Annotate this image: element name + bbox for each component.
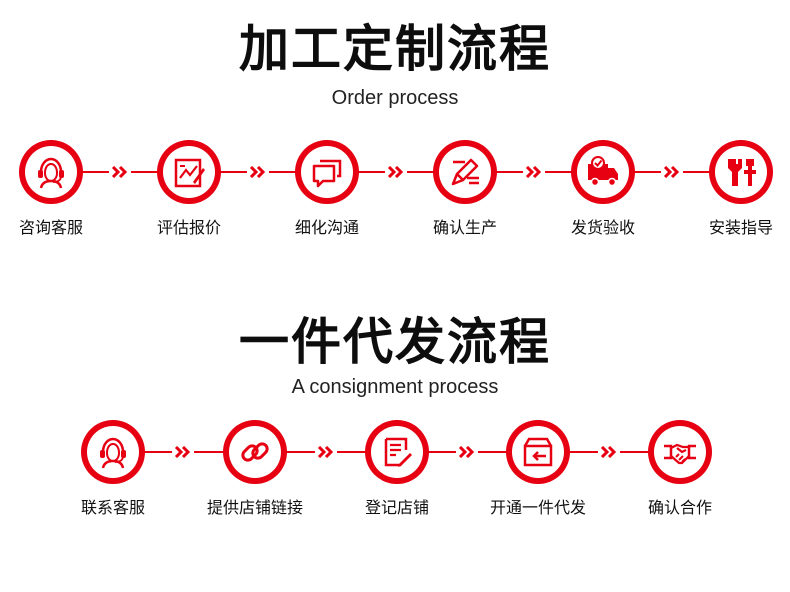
chevron-double-right-icon — [385, 162, 407, 182]
process-step-installation: 安装指导 — [686, 140, 790, 237]
register-form-icon — [384, 437, 412, 467]
step-label: 细化沟通 — [294, 218, 359, 237]
step-icon-circle — [157, 140, 221, 204]
step-icon-circle — [648, 420, 712, 484]
chevron-double-right-icon — [109, 162, 131, 182]
process-step-communicate: 细化沟通 — [272, 140, 382, 237]
chevron-double-right-icon — [315, 442, 337, 462]
step-label: 咨询客服 — [18, 218, 83, 237]
dropship-process-title: 一件代发流程 — [239, 313, 551, 371]
chevron-double-right-icon — [598, 442, 620, 462]
custom-process-flow: 咨询客服 评估报价 — [0, 140, 790, 260]
dropship-process-flow: 联系客服 提供店铺链接 — [0, 420, 790, 540]
chevron-double-right-icon — [172, 442, 194, 462]
customer-service-icon — [100, 437, 126, 469]
step-label: 登记店铺 — [364, 498, 429, 517]
step-label: 确认生产 — [432, 218, 497, 237]
delivery-truck-icon — [588, 156, 618, 187]
step-icon-circle — [19, 140, 83, 204]
dropship-step-contact: 联系客服 — [58, 420, 168, 517]
chart-evaluation-icon — [174, 158, 205, 188]
step-label: 发货验收 — [570, 218, 635, 237]
chevron-double-right-icon — [523, 162, 545, 182]
chat-bubbles-icon — [312, 159, 342, 188]
step-icon-circle — [295, 140, 359, 204]
step-icon-circle — [223, 420, 287, 484]
chevron-double-right-icon — [661, 162, 683, 182]
step-icon-circle — [709, 140, 773, 204]
process-step-consult: 咨询客服 — [0, 140, 106, 237]
process-step-quote: 评估报价 — [134, 140, 244, 237]
dropship-process-subtitle: A consignment process — [291, 376, 499, 398]
step-icon-circle — [571, 140, 635, 204]
step-label: 提供店铺链接 — [206, 498, 303, 517]
step-icon-circle — [81, 420, 145, 484]
dropship-step-open: 开通一件代发 — [483, 420, 593, 517]
custom-process-section: 加工定制流程 Order process — [0, 0, 790, 290]
dropship-process-section: 一件代发流程 A consignment process — [0, 295, 790, 592]
step-label: 评估报价 — [156, 218, 221, 237]
step-label: 安装指导 — [708, 218, 773, 237]
installation-tools-icon — [728, 159, 756, 186]
chevron-double-right-icon — [247, 162, 269, 182]
process-step-delivery: 发货验收 — [548, 140, 658, 237]
step-icon-circle — [433, 140, 497, 204]
handshake-icon — [664, 443, 696, 465]
step-icon-circle — [365, 420, 429, 484]
step-icon-circle — [506, 420, 570, 484]
open-package-icon — [523, 437, 553, 467]
custom-process-subtitle: Order process — [331, 87, 459, 109]
production-tools-icon — [451, 158, 479, 186]
custom-process-title: 加工定制流程 — [239, 20, 551, 78]
process-step-production: 确认生产 — [410, 140, 520, 237]
customer-service-icon — [38, 157, 64, 189]
chevron-double-right-icon — [456, 442, 478, 462]
step-label: 开通一件代发 — [489, 498, 586, 517]
link-icon — [241, 442, 269, 462]
dropship-step-store-link: 提供店铺链接 — [200, 420, 310, 517]
step-label: 确认合作 — [647, 498, 712, 517]
dropship-step-register: 登记店铺 — [342, 420, 452, 517]
step-label: 联系客服 — [80, 498, 145, 517]
dropship-step-confirm: 确认合作 — [625, 420, 735, 517]
